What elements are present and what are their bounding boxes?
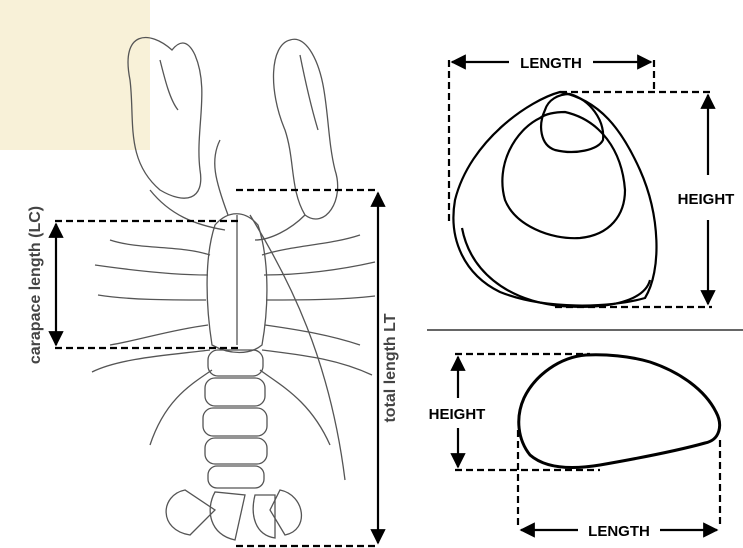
carapace-length-label: carapace length (LC) <box>27 206 44 364</box>
mussel-length-label: LENGTH <box>588 523 650 540</box>
shell-dashed-guides <box>449 60 712 307</box>
total-length-bracket <box>236 190 378 546</box>
mussel-height-label: HEIGHT <box>429 406 486 423</box>
corner-tint <box>0 0 150 150</box>
total-length-label: total length LT <box>382 313 399 422</box>
shell-illustration <box>453 92 656 307</box>
mussel-outline <box>519 355 720 468</box>
mussel-dashed-guides <box>455 354 720 525</box>
shell-length-label: LENGTH <box>520 55 582 72</box>
shell-height-label: HEIGHT <box>678 191 735 208</box>
